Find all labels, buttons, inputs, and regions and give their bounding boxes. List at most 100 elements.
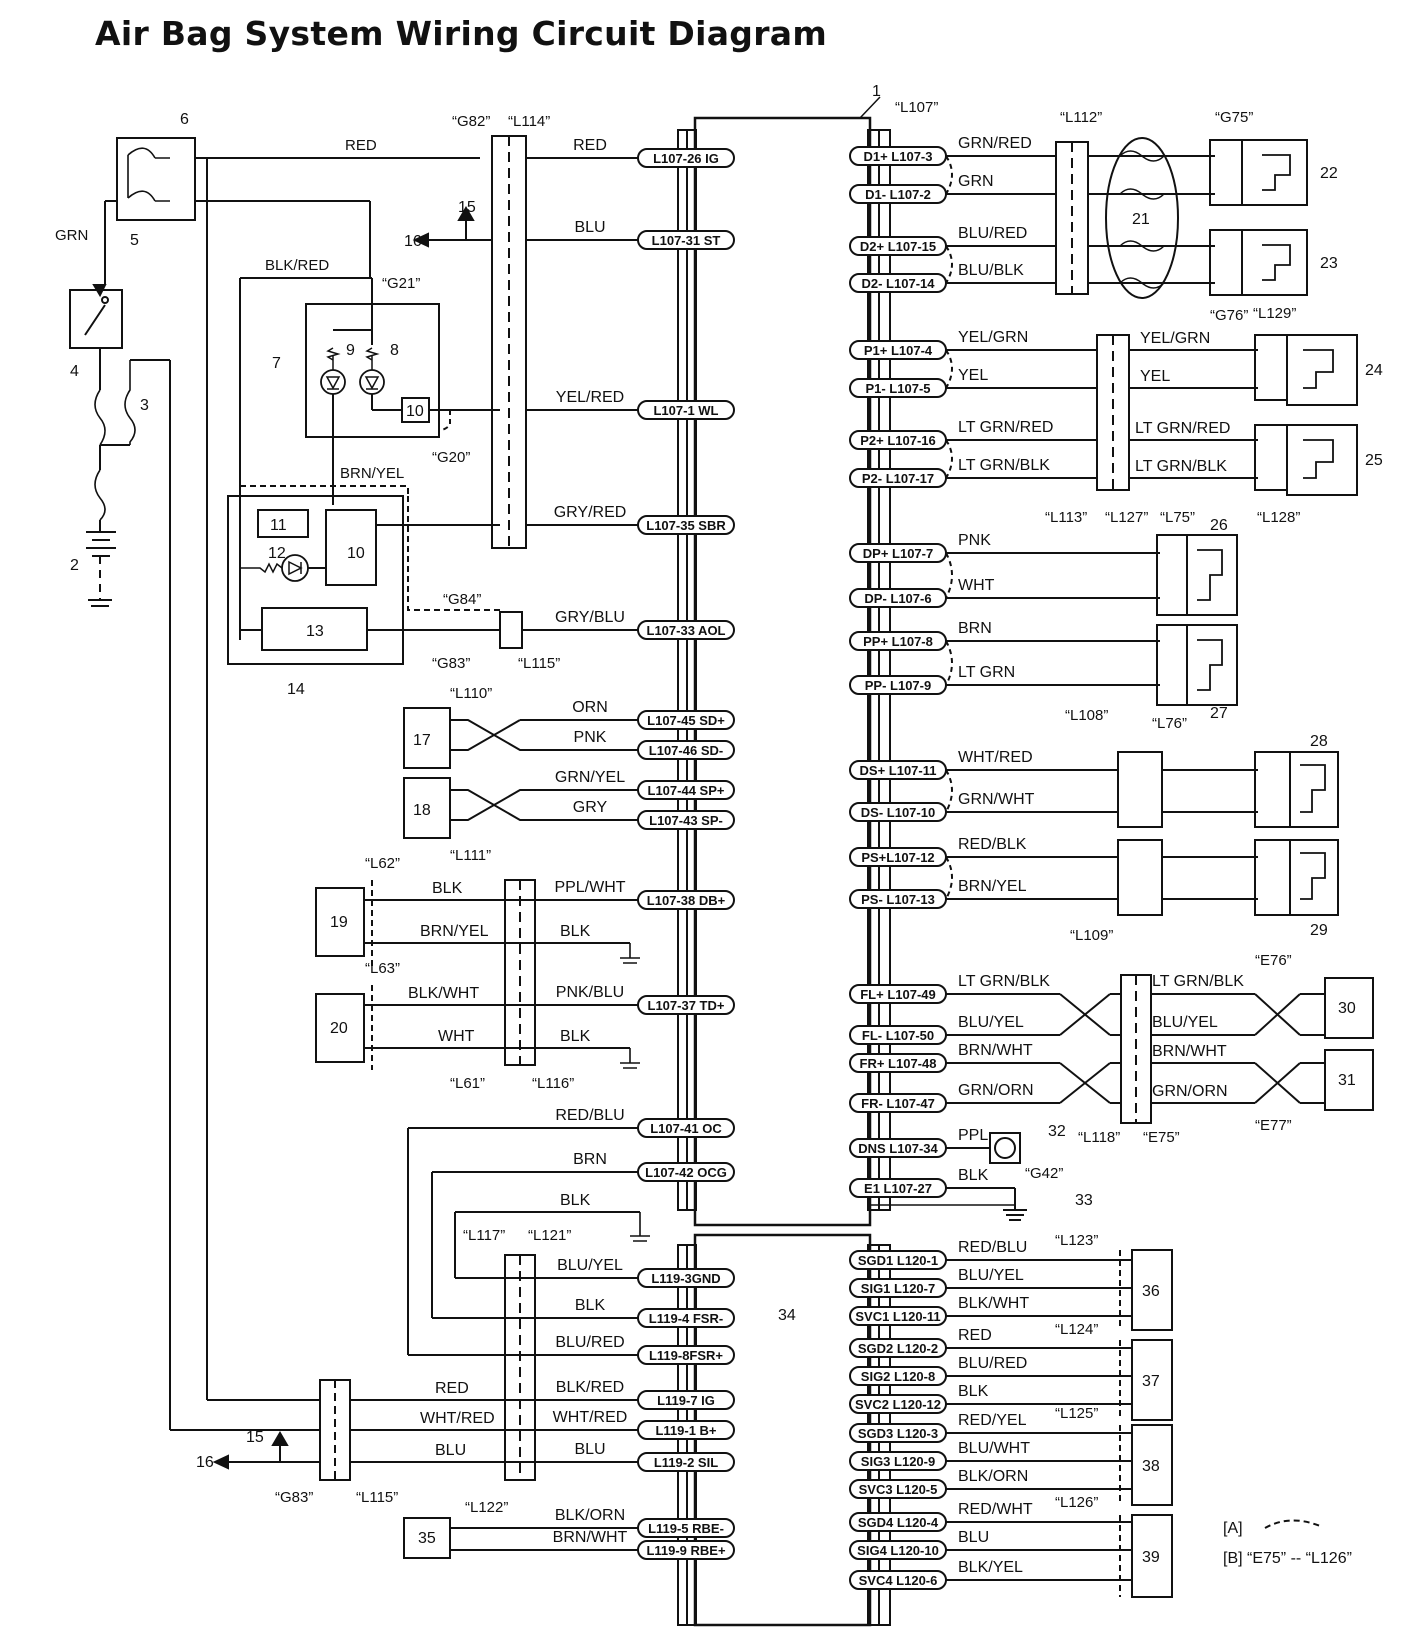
lbl-l112: “L112” [1060, 109, 1102, 126]
connector-pin-6 [637, 740, 735, 760]
lbl-g20: “G20” [432, 449, 470, 466]
rw-grnorn3: GRN/ORN [1152, 1083, 1228, 1100]
connector-32 [989, 1132, 1021, 1164]
pin-label: L119-7 IG [657, 1393, 715, 1408]
pin-label: PS- L107-13 [861, 892, 935, 907]
wire-color-label: BRN [958, 620, 992, 637]
clock-spring [1105, 137, 1179, 299]
pin-label: DS+ L107-11 [860, 763, 937, 778]
pin-label: L119-5 RBE- [648, 1521, 724, 1536]
component-number: 39 [1142, 1549, 1160, 1566]
rw-brnwht3: BRN/WHT [1152, 1043, 1227, 1060]
connector-pin-lower-3 [637, 1390, 735, 1410]
lbl-blkred: BLK/RED [265, 257, 329, 274]
wire-color-label: RED [573, 137, 607, 154]
lbl-g42: “G42” [1025, 1165, 1063, 1182]
component-number: 31 [1338, 1072, 1356, 1089]
wire-color-label: BLK [958, 1167, 989, 1184]
lbl-l117: “L117” [463, 1227, 505, 1244]
lbl-g76: “G76” [1210, 307, 1248, 324]
rw-ltgrnblk3: LT GRN/BLK [1152, 973, 1244, 990]
sensor-39 [1131, 1514, 1173, 1598]
connector-pin-8 [637, 810, 735, 830]
right-pin-11 [849, 675, 947, 695]
l129-connector [1254, 334, 1288, 401]
right-pin-lower-8 [849, 1479, 947, 1499]
legend-a: [A] [1223, 1520, 1243, 1537]
component-number: 16 [404, 233, 422, 250]
wire-color-label: PNK [958, 532, 991, 549]
sensor-31 [1324, 1049, 1374, 1111]
connector-pin-4 [637, 620, 735, 640]
diagram-title: Air Bag System Wiring Circuit Diagram [95, 14, 828, 53]
pin-label: D1+ L107-3 [863, 149, 932, 164]
right-pin-19 [849, 1093, 947, 1113]
pin-label: L107-35 SBR [646, 518, 726, 533]
component-number: 21 [1132, 211, 1150, 228]
right-pin-lower-9 [849, 1512, 947, 1532]
lbl-l118: “L118” [1078, 1129, 1120, 1146]
wire-color-label: RED/WHT [958, 1501, 1033, 1518]
right-pin-16 [849, 984, 947, 1004]
pin-label: L107-41 OC [650, 1121, 722, 1136]
pin-label: FR+ L107-48 [860, 1056, 937, 1071]
fuse-block [116, 137, 196, 221]
component-number: 19 [330, 914, 348, 931]
lbl-l109: “L109” [1070, 927, 1113, 944]
side-airbag-29 [1289, 839, 1339, 916]
ecu-body [693, 116, 872, 1227]
lbl-l129: “L129” [1253, 305, 1296, 322]
wire-color-label: GRN/YEL [555, 769, 625, 786]
right-pin-lower-5 [849, 1394, 947, 1414]
wire-color-label: RED/BLU [555, 1107, 624, 1124]
wire-color-label: YEL/RED [556, 389, 624, 406]
wire-color-label: BLK/ORN [958, 1468, 1028, 1485]
pin-label: P1+ L107-4 [864, 343, 933, 358]
connector-pin-5 [637, 710, 735, 730]
wire-color-label: ORN [572, 699, 608, 716]
right-pin-9 [849, 588, 947, 608]
wire-color-label: BLK/WHT [958, 1295, 1029, 1312]
component-number: 10 [406, 403, 424, 420]
pin-label: SGD4 L120-4 [858, 1515, 939, 1530]
pin-label: L119-9 RBE+ [646, 1543, 726, 1558]
wire-color-label: BLK/RED [556, 1379, 624, 1396]
connector-pin-3 [637, 515, 735, 535]
pin-label: L107-38 DB+ [647, 893, 726, 908]
pin-label: D1- L107-2 [865, 187, 931, 202]
lbl-l113: “L113” [1045, 509, 1087, 526]
lbl-l127: “L127” [1105, 509, 1148, 526]
pin-label: DP- L107-6 [864, 591, 931, 606]
lbl-l62: “L62” [365, 855, 400, 872]
right-pin-lower-6 [849, 1423, 947, 1443]
right-pin-lower-7 [849, 1451, 947, 1471]
w-red-low: RED [435, 1380, 469, 1397]
g76-connector [1209, 229, 1243, 296]
right-pin-15 [849, 889, 947, 909]
connector-pin-11 [637, 1118, 735, 1138]
pin-label: L107-31 ST [652, 233, 721, 248]
wire-color-label: BRN/YEL [958, 878, 1027, 895]
component-number: 3 [140, 397, 149, 414]
pin-label: SIG4 L120-10 [857, 1543, 939, 1558]
component-number: 10 [347, 545, 365, 562]
right-pin-lower-10 [849, 1540, 947, 1560]
w-whtred-low: WHT/RED [420, 1410, 495, 1427]
device-18 [403, 777, 451, 839]
lbl-l61: “L61” [450, 1075, 485, 1092]
right-pin-0 [849, 146, 947, 166]
lbl-l114: “L114” [508, 113, 550, 130]
airbag-23 [1241, 229, 1308, 296]
pin-label: SVC1 L120-11 [855, 1309, 940, 1324]
right-pin-lower-0 [849, 1250, 947, 1270]
wire-color-label: RED [958, 1327, 992, 1344]
component-number: 26 [1210, 517, 1228, 534]
wire-color-label: BLU/YEL [557, 1257, 623, 1274]
l115-connector [499, 611, 523, 649]
wire-color-label: YEL/GRN [958, 329, 1028, 346]
l116-connector [504, 879, 536, 1066]
wire-color-label: BLU/YEL [958, 1014, 1024, 1031]
pin-label: SGD1 L120-1 [858, 1253, 938, 1268]
right-pin-4 [849, 340, 947, 360]
pin-label: SVC2 L120-12 [855, 1397, 941, 1412]
